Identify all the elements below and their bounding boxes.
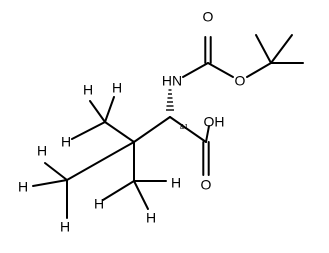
hashed-wedge-bond (166, 89, 174, 111)
bond-left-cd3-h-top (44, 162, 68, 181)
bond-tbu-methyl-upper-left (255, 34, 272, 64)
hydrogen-label-6: H (60, 219, 70, 235)
bonds (32, 34, 304, 219)
hydrogen-label-7: H (171, 175, 181, 191)
nitrogen-label: HN (162, 73, 182, 89)
stereo-label: &1 (180, 124, 189, 131)
hydrogen-label-3: H (61, 134, 71, 150)
hydrogen-label-9: H (146, 210, 156, 226)
hydrogen-label-4: H (37, 143, 47, 159)
bond-upper-cd3-h-top-right (104, 96, 115, 123)
bond-carbonyl-to-ester-o (207, 62, 234, 78)
bond-ester-o-to-quaternary-c (246, 62, 272, 78)
bond-lower-cd3-h-bottom (133, 180, 149, 210)
oxygen-carbamate-ester-label: O (235, 73, 246, 89)
oxygen-acid-double-label: O (201, 177, 212, 193)
bond-tbu-methyl-upper-right (270, 34, 293, 64)
bond-alpha-c-to-acid-c (169, 116, 207, 143)
atom-labels: O O HN OH O &1 H H H H H H H H H (18, 9, 246, 235)
oxygen-carbamate-double-label: O (203, 9, 214, 25)
bond-left-cd3-h-left (32, 179, 68, 187)
hydrogen-label-8: H (94, 196, 104, 212)
bond-acid-c-to-oh (205, 125, 210, 143)
hydrogen-label-5: H (18, 179, 28, 195)
bond-upper-cd3-h-left (71, 121, 106, 140)
bond-carbonyl-to-n (182, 62, 209, 78)
hydrogen-label-1: H (83, 82, 93, 98)
bond-lower-cd3-h-left (102, 180, 135, 201)
bond-quaternary-c-to-left-cd3 (66, 141, 135, 181)
hydrogen-label-2: H (112, 80, 122, 96)
oxygen-acid-hydroxyl-label: OH (204, 114, 225, 130)
bond-alpha-c-to-quaternary-c (133, 116, 171, 143)
bond-upper-cd3-h-top-left (89, 100, 106, 123)
bond-quaternary-c-to-upper-cd3 (104, 121, 135, 143)
